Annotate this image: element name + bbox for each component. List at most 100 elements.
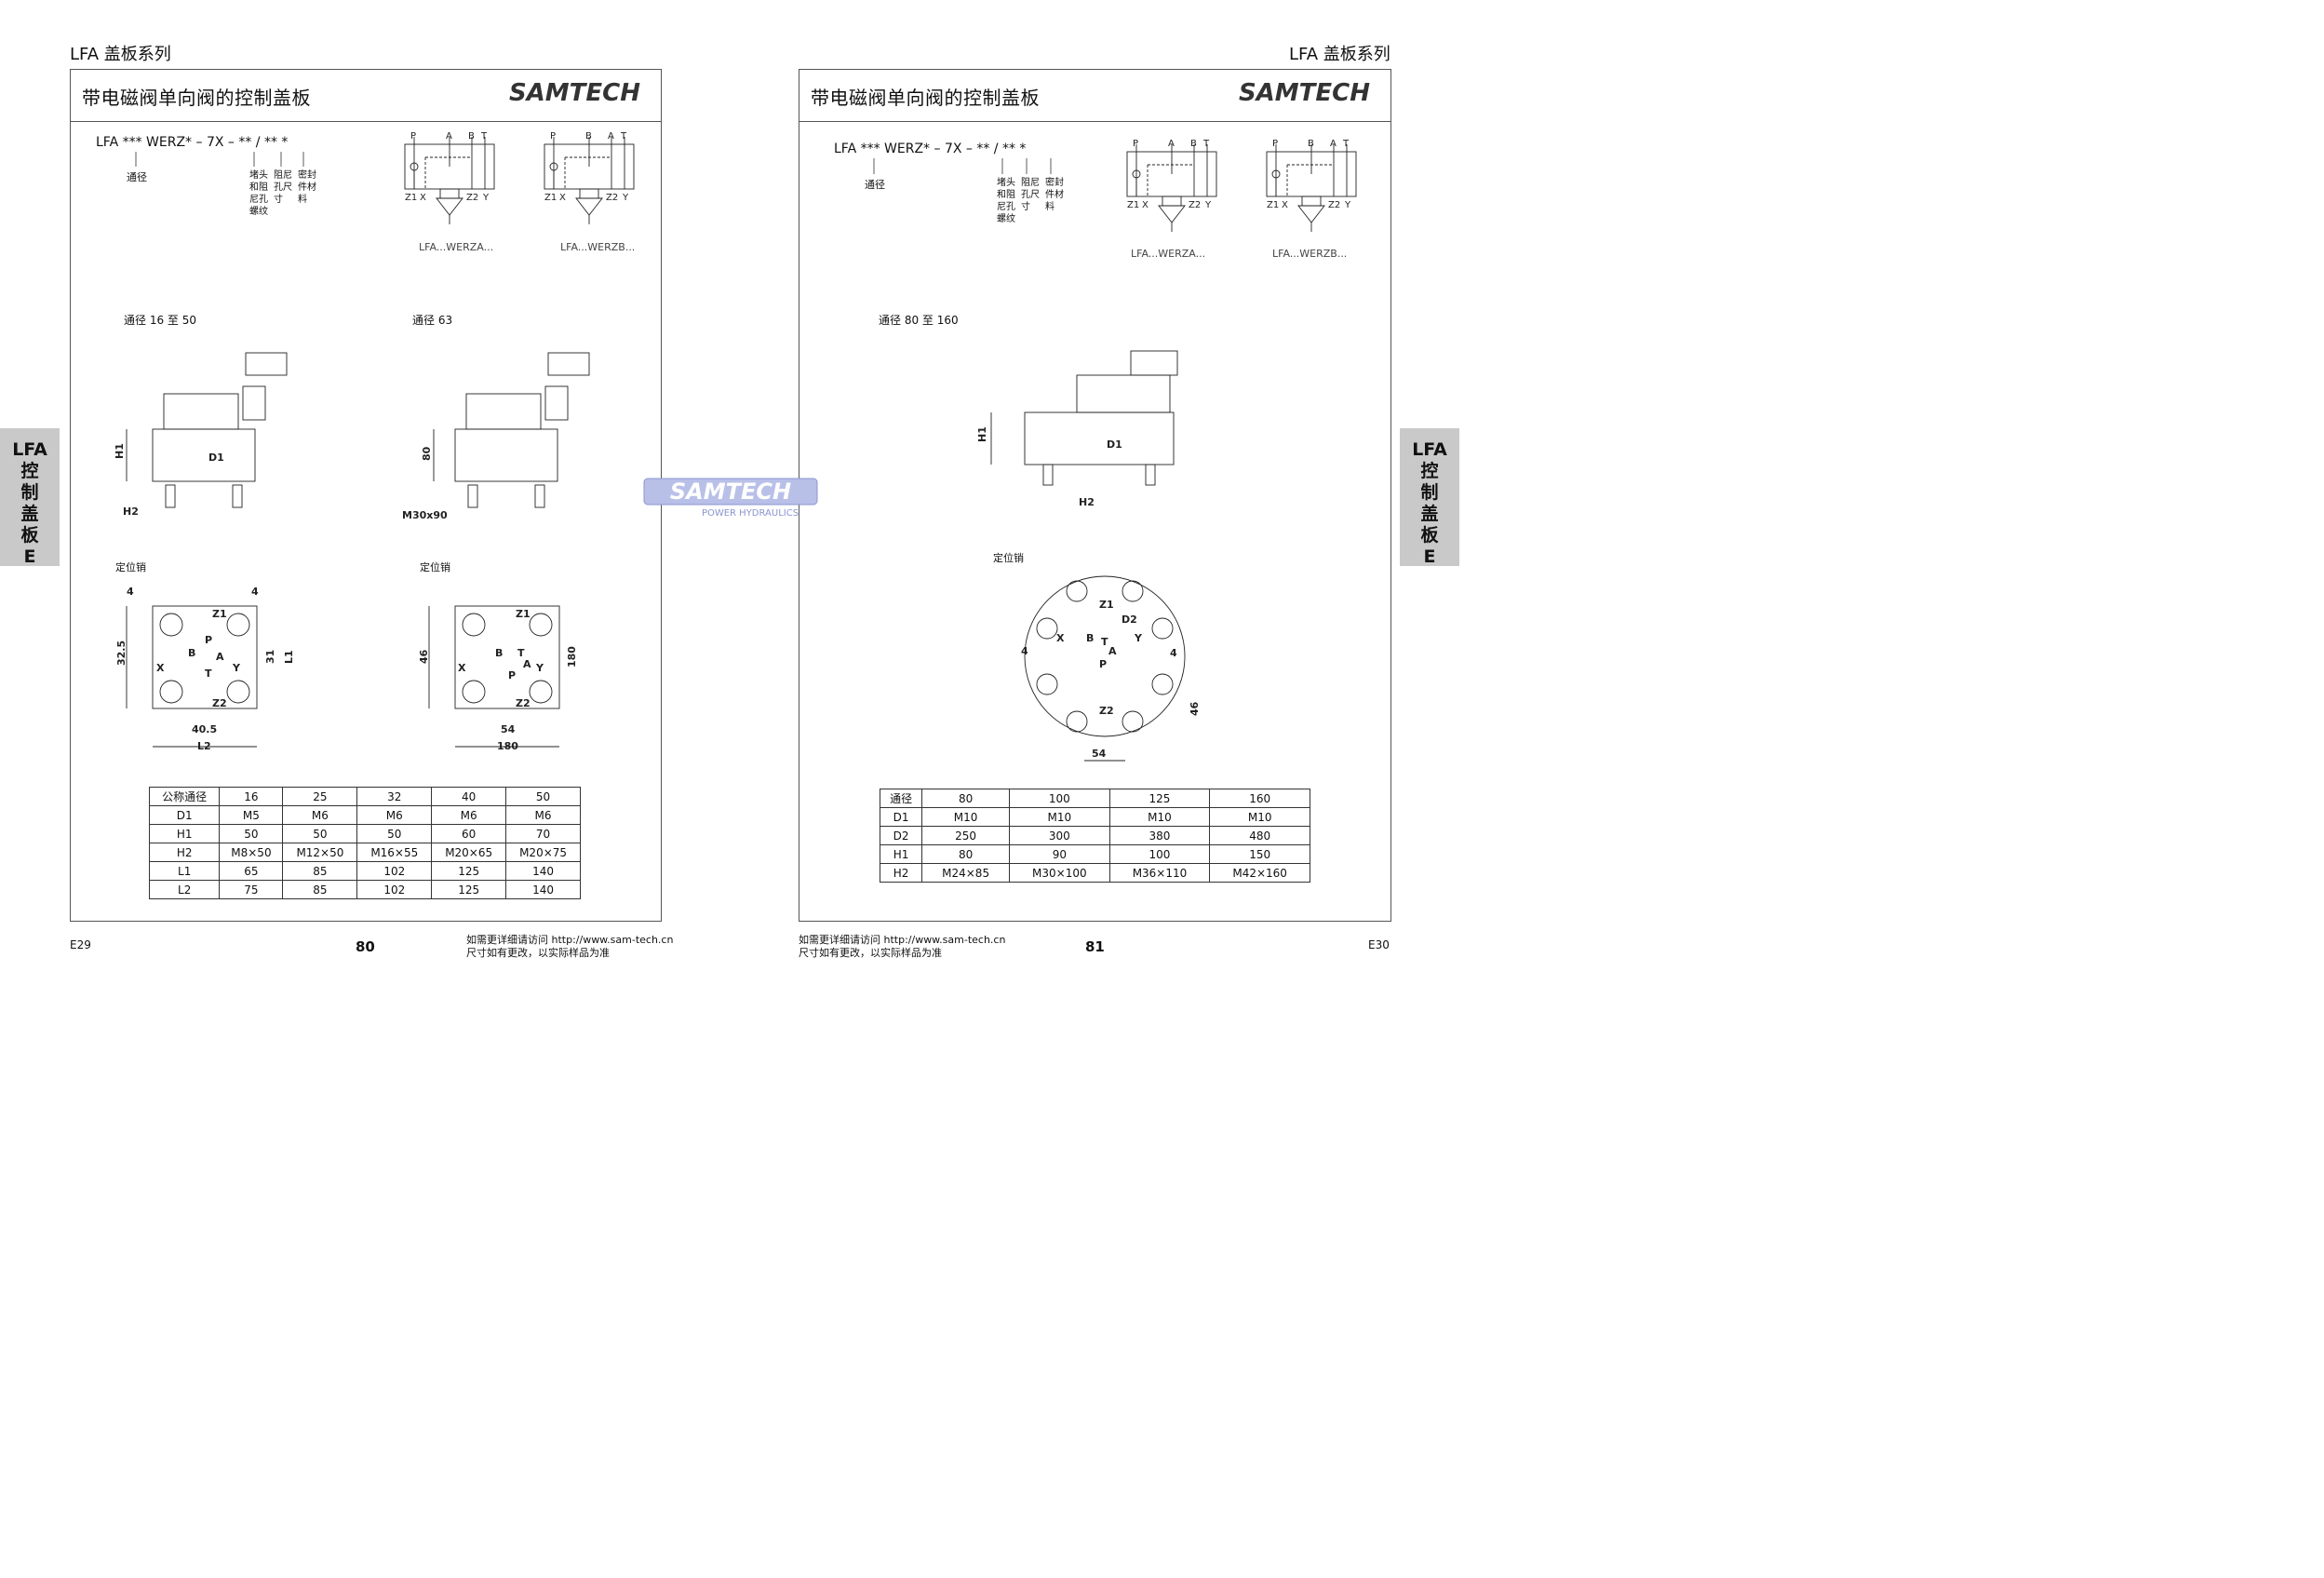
left-title-bar: 带电磁阀单向阀的控制盖板 SAMTECH — [71, 70, 661, 122]
left-side-tab: LFA 控 制 盖 板 E — [0, 428, 60, 567]
left-dim-4b: 4 — [251, 586, 259, 598]
right-tab-line-5: 板 — [1420, 525, 1439, 546]
left-table-cell: 70 — [505, 824, 581, 843]
left-tv1-port-z1: Z1 — [212, 608, 227, 620]
right-page-frame: 带电磁阀单向阀的控制盖板 SAMTECH LFA *** WERZ* – 7X … — [799, 69, 1391, 922]
left-sym-b-port-y: Y — [622, 193, 629, 203]
right-sym-a-port-y: Y — [1204, 200, 1212, 210]
right-hydraulic-symbols: P A B T Z1 X Z2 Y P B A T Z1 X Z2 Y — [1126, 139, 1357, 232]
left-pin-label-2: 定位销 — [420, 561, 450, 573]
left-table-cell: 50 — [356, 824, 433, 843]
right-table-cell: M30×100 — [1009, 863, 1110, 883]
right-table-cell: M10 — [1108, 807, 1211, 827]
right-table-cell: 100 — [1009, 789, 1110, 808]
right-sym-b-port-x: X — [1282, 200, 1288, 210]
left-tab-line-1: LFA — [12, 439, 47, 460]
right-table-cell: M10 — [921, 807, 1011, 827]
left-label-bore: 通径 — [127, 171, 147, 183]
left-size-label-63: 通径 63 — [412, 314, 453, 327]
left-page-code: E29 — [70, 938, 91, 951]
right-tv-dim-54: 54 — [1092, 748, 1107, 760]
left-table-cell: 50 — [219, 824, 284, 843]
left-symbol-a-caption: LFA...WERZA... — [419, 241, 494, 253]
left-dim-l1: L1 — [283, 650, 295, 664]
left-dim-46: 46 — [418, 649, 430, 664]
right-side-tab: LFA 控 制 盖 板 E — [1400, 428, 1459, 567]
right-label-orifice: 阻尼 孔尺 寸 — [1021, 178, 1040, 212]
right-size-label-80-160: 通径 80 至 160 — [879, 314, 959, 327]
left-sym-a-port-z2: Z2 — [466, 193, 478, 203]
right-table-cell: 80 — [921, 844, 1011, 864]
left-table-cell: 140 — [505, 861, 581, 881]
right-sym-b-port-p: P — [1272, 139, 1278, 149]
left-code-leader-lines — [135, 152, 304, 167]
left-note-disclaimer: 尺寸如有更改，以实际样品为准 — [466, 947, 610, 959]
right-sym-a-port-z2: Z2 — [1189, 200, 1201, 210]
left-dim-31: 31 — [264, 650, 276, 664]
left-side-view-drawings: H1 D1 H2 80 M30x90 — [114, 352, 590, 521]
left-table-cell: M6 — [356, 805, 433, 825]
left-page-title: 带电磁阀单向阀的控制盖板 — [82, 87, 311, 109]
left-tv2-port-y: Y — [535, 662, 544, 674]
right-table-cell: 80 — [921, 789, 1011, 808]
left-sym-a-port-z1: Z1 — [405, 193, 417, 203]
left-sym-b-port-a: A — [608, 131, 614, 142]
left-table-cell: M6 — [505, 805, 581, 825]
left-table-cell: 85 — [282, 861, 358, 881]
right-sym-b-port-a: A — [1330, 139, 1337, 149]
left-tv2-port-z1: Z1 — [516, 608, 531, 620]
right-sym-a-port-x: X — [1142, 200, 1149, 210]
left-table-row-header: L2 — [148, 880, 221, 899]
left-tv1-port-p: P — [205, 634, 212, 646]
left-table-row-header: D1 — [148, 805, 221, 825]
left-note-website: 如需更详细请访问 http://www.sam-tech.cn — [466, 934, 674, 946]
right-table-cell: 250 — [921, 826, 1011, 845]
left-table-row-header: H2 — [148, 843, 221, 862]
right-table-cell: M24×85 — [921, 863, 1011, 883]
right-note-disclaimer: 尺寸如有更改，以实际样品为准 — [799, 947, 942, 959]
right-tv-dim-46: 46 — [1189, 701, 1201, 716]
right-tv-dim-d2: D2 — [1122, 614, 1137, 626]
left-tab-line-6: E — [23, 546, 36, 567]
right-sym-b-port-z2: Z2 — [1328, 200, 1340, 210]
left-table-cell: M16×55 — [356, 843, 433, 862]
left-tv1-port-z2: Z2 — [212, 697, 227, 709]
right-sym-a-port-p: P — [1133, 139, 1138, 149]
right-tv-port-p: P — [1099, 658, 1107, 670]
left-dim-40-5: 40.5 — [192, 723, 217, 735]
left-sym-b-port-z1: Z1 — [544, 193, 557, 203]
right-page-number: 81 — [1085, 938, 1105, 955]
right-ordering-code: LFA *** WERZ* – 7X – ** / ** * — [834, 142, 1027, 156]
right-dim-h2: H2 — [1079, 496, 1095, 508]
right-table-cell: 160 — [1209, 789, 1310, 808]
right-table-row-header: D2 — [879, 826, 923, 845]
right-symbol-b-caption: LFA...WERZB... — [1272, 248, 1348, 260]
left-sym-a-port-b: B — [468, 131, 475, 142]
left-table-cell: 125 — [431, 861, 507, 881]
right-table-row-header: H1 — [879, 844, 923, 864]
right-label-seal: 密封 件材 料 — [1045, 178, 1064, 212]
right-sym-a-port-z1: Z1 — [1127, 200, 1139, 210]
right-tab-line-2: 控 — [1420, 461, 1439, 481]
left-tv1-port-t: T — [205, 668, 212, 680]
right-tab-line-4: 盖 — [1420, 504, 1439, 524]
right-tv-dim-4-right: 4 — [1170, 647, 1177, 659]
right-tv-port-t: T — [1101, 636, 1108, 648]
left-tv2-port-a: A — [523, 658, 531, 670]
left-page-frame: 带电磁阀单向阀的控制盖板 SAMTECH LFA *** WERZ* – 7X … — [70, 69, 662, 922]
right-sym-b-port-t: T — [1342, 139, 1350, 149]
right-samtech-logo: SAMTECH — [1238, 79, 1370, 107]
right-table-cell: 125 — [1108, 789, 1211, 808]
left-table-cell: 32 — [356, 787, 433, 806]
right-table-cell: 100 — [1108, 844, 1211, 864]
left-dim-h1: H1 — [114, 443, 126, 459]
right-tv-port-x: X — [1056, 632, 1065, 644]
left-dim-l2: L2 — [197, 740, 211, 752]
left-table-cell: M20×75 — [505, 843, 581, 862]
left-tv2-port-z2: Z2 — [516, 697, 531, 709]
left-sym-b-port-t: T — [620, 131, 627, 142]
left-table-cell: M6 — [431, 805, 507, 825]
